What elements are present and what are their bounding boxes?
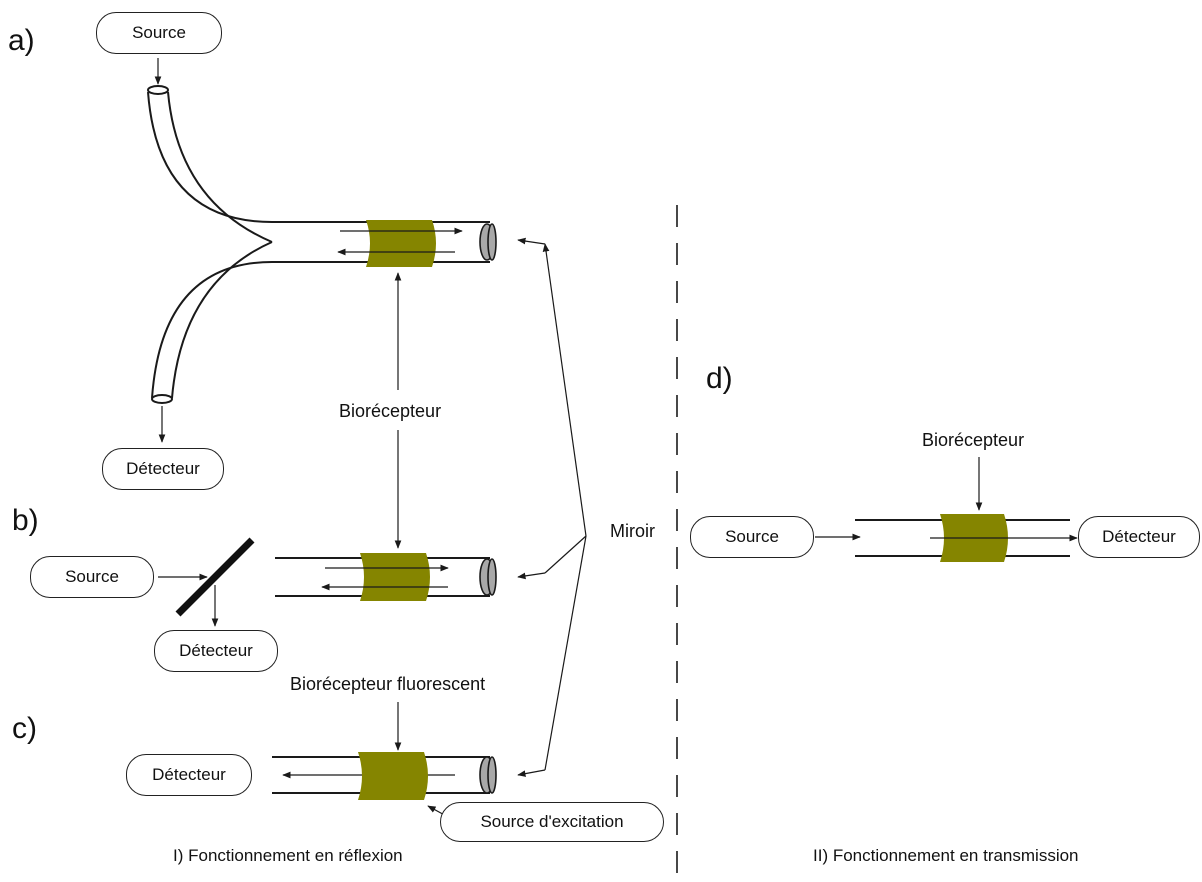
mirror-b (479, 558, 497, 596)
source-box-d: Source (690, 516, 814, 558)
source-box-a: Source (96, 12, 222, 54)
fluorescent-bioreceptor-label: Biorécepteur fluorescent (290, 674, 486, 694)
beam-splitter (175, 537, 255, 617)
bioreceptor-b (360, 553, 430, 601)
detector-box-d: Détecteur (1078, 516, 1200, 558)
detector-box-c: Détecteur (126, 754, 252, 796)
detector-box-a: Détecteur (102, 448, 224, 490)
bioreceptor-c (358, 752, 428, 800)
caption-transmission: II) Fonctionnement en transmission (813, 846, 1079, 865)
panel-label-d: d) (706, 362, 733, 395)
bioreceptor-label: Biorécepteur (339, 401, 442, 421)
source-box-b: Source (30, 556, 154, 598)
y-fiber (147, 85, 490, 404)
panel-label-c: c) (12, 712, 37, 745)
panel-label-a: a) (8, 24, 35, 57)
miroir-pointers (517, 237, 587, 777)
detector-box-b: Détecteur (154, 630, 278, 672)
bioreceptor-a (366, 220, 436, 267)
mirror-label: Miroir (610, 521, 655, 541)
caption-reflexion: I) Fonctionnement en réflexion (173, 846, 403, 865)
panel-label-b: b) (12, 504, 39, 537)
bioreceptor-label-d: Biorécepteur (922, 430, 1025, 450)
mirror-a (479, 223, 497, 261)
mirror-c (479, 756, 497, 794)
excitation-source-box-c: Source d'excitation (440, 802, 664, 842)
